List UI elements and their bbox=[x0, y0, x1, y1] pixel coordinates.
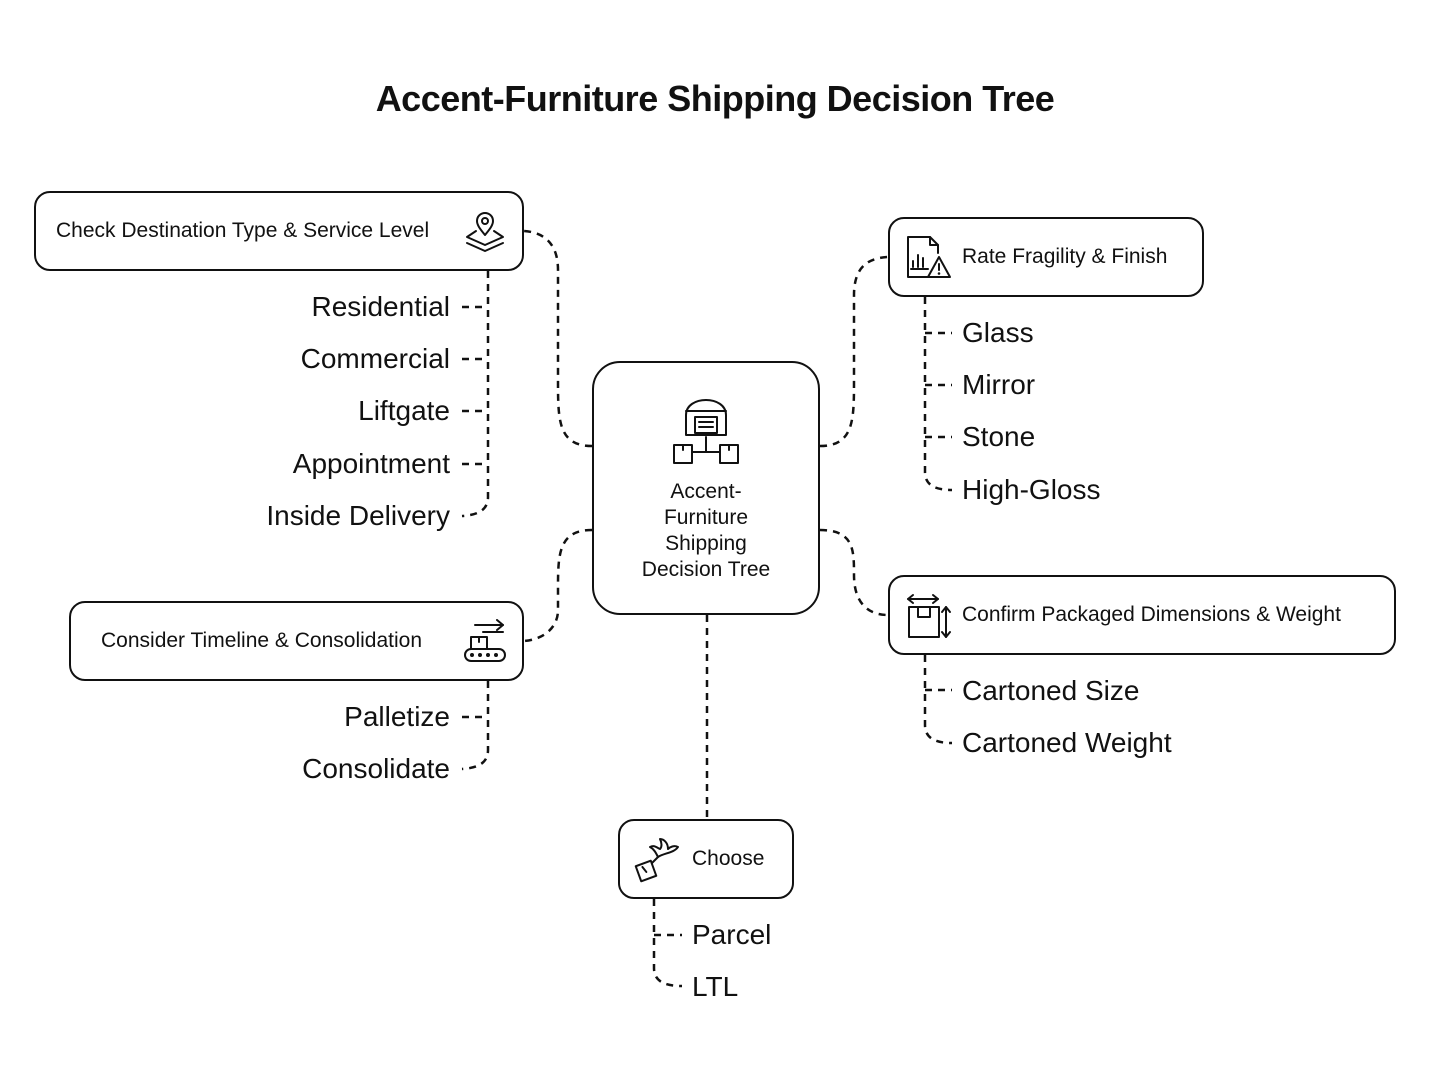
center-label-line: Decision Tree bbox=[641, 558, 771, 581]
box-dimensions-icon bbox=[907, 594, 951, 638]
branch-timeline-label: Consider Timeline & Consolidation bbox=[101, 629, 422, 652]
page-title: Accent-Furniture Shipping Decision Tree bbox=[375, 78, 1055, 119]
branch-choose-label: Choose bbox=[692, 847, 765, 870]
fragile-warning-icon bbox=[907, 236, 951, 278]
leaf-cartoned-size: Cartoned Size bbox=[962, 675, 1140, 706]
center-label-line: Accent- bbox=[670, 480, 742, 503]
center-label-line: Shipping bbox=[665, 532, 747, 555]
center-label-line: Furniture bbox=[663, 506, 749, 529]
leaf-stone: Stone bbox=[962, 421, 1036, 452]
branch-dimensions-label: Confirm Packaged Dimensions & Weight bbox=[962, 603, 1341, 626]
delivery-drone-package-icon bbox=[634, 838, 679, 883]
center-node[interactable]: Accent- Furniture Shipping Decision Tree bbox=[592, 361, 820, 615]
leaf-appointment: Appointment bbox=[292, 448, 450, 479]
leaf-palletize: Palletize bbox=[344, 701, 450, 732]
leaf-glass: Glass bbox=[962, 317, 1034, 348]
branch-fragility-box[interactable]: Rate Fragility & Finish bbox=[888, 217, 1204, 297]
branch-fragility-label: Rate Fragility & Finish bbox=[962, 245, 1168, 268]
leaf-consolidate: Consolidate bbox=[302, 753, 450, 784]
branch-choose-box[interactable]: Choose bbox=[618, 819, 794, 899]
branch-destination-box[interactable]: Check Destination Type & Service Level bbox=[34, 191, 524, 271]
branch-dimensions-box[interactable]: Confirm Packaged Dimensions & Weight bbox=[888, 575, 1396, 655]
leaf-liftgate: Liftgate bbox=[358, 395, 450, 426]
leaf-commercial: Commercial bbox=[300, 343, 450, 374]
leaf-residential: Residential bbox=[311, 291, 450, 322]
branch-timeline-box[interactable]: Consider Timeline & Consolidation bbox=[69, 601, 524, 681]
leaf-cartoned-weight: Cartoned Weight bbox=[962, 727, 1172, 758]
leaf-high-gloss: High-Gloss bbox=[962, 474, 1101, 505]
branch-destination-label: Check Destination Type & Service Level bbox=[56, 219, 430, 242]
warehouse-network-icon bbox=[673, 399, 739, 464]
leaf-inside-delivery: Inside Delivery bbox=[266, 500, 450, 531]
leaf-parcel: Parcel bbox=[692, 919, 772, 950]
location-pin-layers-icon bbox=[466, 212, 504, 252]
conveyor-belt-icon bbox=[464, 619, 506, 662]
leaf-ltl: LTL bbox=[692, 971, 739, 1002]
leaf-mirror: Mirror bbox=[962, 369, 1036, 400]
